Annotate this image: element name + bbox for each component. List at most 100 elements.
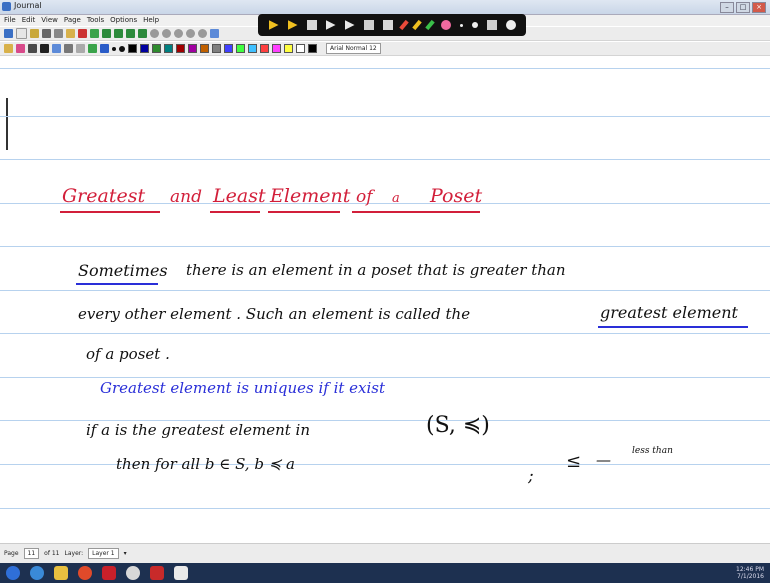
heading-of: of bbox=[356, 187, 373, 207]
prev-page-icon[interactable] bbox=[114, 29, 123, 38]
menu-page[interactable]: Page bbox=[63, 16, 81, 24]
browser-icon[interactable] bbox=[30, 566, 44, 580]
journal-task-icon[interactable] bbox=[174, 566, 188, 580]
color-swatch[interactable] bbox=[284, 44, 293, 53]
select-dots-icon[interactable] bbox=[471, 22, 478, 28]
thickness-icon[interactable] bbox=[100, 44, 109, 53]
pointer-icon-2[interactable] bbox=[287, 20, 298, 30]
color-swatch[interactable] bbox=[200, 44, 209, 53]
save-icon[interactable] bbox=[30, 29, 39, 38]
box-icon[interactable] bbox=[363, 20, 374, 30]
zoom-reset-icon[interactable] bbox=[198, 29, 207, 38]
last-page-icon[interactable] bbox=[138, 29, 147, 38]
underline-least bbox=[210, 211, 260, 213]
zoom-page-icon[interactable] bbox=[186, 29, 195, 38]
heading-least: Least bbox=[213, 185, 266, 207]
color-swatch[interactable] bbox=[236, 44, 245, 53]
pdf-icon[interactable] bbox=[102, 566, 116, 580]
window-titlebar: Journal – □ × bbox=[0, 0, 770, 15]
first-page-icon[interactable] bbox=[102, 29, 111, 38]
paste-icon[interactable] bbox=[66, 29, 75, 38]
color-swatch[interactable] bbox=[164, 44, 173, 53]
presentation-icon[interactable] bbox=[150, 566, 164, 580]
start-button-icon[interactable] bbox=[6, 566, 20, 580]
color-swatch[interactable] bbox=[308, 44, 317, 53]
zoom-width-icon[interactable] bbox=[174, 29, 183, 38]
marker-icon[interactable] bbox=[325, 20, 336, 30]
pointer-icon[interactable] bbox=[268, 20, 279, 30]
thin-dot-icon[interactable] bbox=[112, 46, 116, 51]
chrome-icon[interactable] bbox=[78, 566, 92, 580]
text-tool-icon[interactable] bbox=[40, 44, 49, 53]
para-line-2: every other element . Such an element is… bbox=[78, 305, 471, 323]
menu-help[interactable]: Help bbox=[143, 16, 160, 24]
menu-options[interactable]: Options bbox=[110, 16, 138, 24]
select-tool-icon[interactable] bbox=[76, 44, 85, 53]
phrase-greatest-element: greatest element bbox=[600, 303, 738, 322]
maximize-button[interactable]: □ bbox=[736, 2, 750, 13]
red-pen-icon[interactable] bbox=[398, 19, 409, 31]
rule-line bbox=[0, 377, 770, 378]
heading-a: a bbox=[392, 191, 400, 206]
heading-and: and bbox=[170, 187, 202, 207]
color-swatch[interactable] bbox=[152, 44, 161, 53]
open-icon[interactable] bbox=[16, 28, 27, 39]
ruler-icon[interactable] bbox=[382, 20, 393, 30]
fullscreen-icon[interactable] bbox=[210, 29, 219, 38]
clock-icon[interactable] bbox=[505, 20, 516, 30]
menu-view[interactable]: View bbox=[41, 16, 58, 24]
color-swatch[interactable] bbox=[224, 44, 233, 53]
hand-tool-icon[interactable] bbox=[88, 44, 97, 53]
shape-tool-icon[interactable] bbox=[64, 44, 73, 53]
color-swatch[interactable] bbox=[272, 44, 281, 53]
image-tool-icon[interactable] bbox=[52, 44, 61, 53]
color-swatch[interactable] bbox=[260, 44, 269, 53]
green-pen-icon[interactable] bbox=[424, 19, 435, 31]
underline-greatest bbox=[60, 211, 160, 213]
color-swatch[interactable] bbox=[176, 44, 185, 53]
color-swatch[interactable] bbox=[248, 44, 257, 53]
menu-file[interactable]: File bbox=[4, 16, 16, 24]
zoom-out-icon[interactable] bbox=[162, 29, 171, 38]
yellow-pen-icon[interactable] bbox=[411, 19, 422, 31]
status-bar: Page 11 of 11 Layer: Layer 1 ▾ bbox=[0, 543, 770, 563]
color-swatch[interactable] bbox=[188, 44, 197, 53]
rule-line bbox=[0, 68, 770, 69]
undo-icon[interactable] bbox=[78, 29, 87, 38]
eraser-icon[interactable] bbox=[16, 44, 25, 53]
media-icon[interactable] bbox=[126, 566, 140, 580]
cut-icon[interactable] bbox=[42, 29, 51, 38]
minimize-button[interactable]: – bbox=[720, 2, 734, 13]
grid-icon[interactable] bbox=[486, 20, 497, 30]
journal-page[interactable]: Greatest and Least Element of a Poset So… bbox=[0, 58, 770, 543]
color-swatch[interactable] bbox=[212, 44, 221, 53]
marker-icon-2[interactable] bbox=[344, 20, 355, 30]
pink-eraser-icon[interactable] bbox=[440, 20, 451, 30]
system-clock[interactable]: 12:46 PM 7/1/2016 bbox=[736, 566, 764, 580]
color-swatch[interactable] bbox=[128, 44, 137, 53]
copy-icon[interactable] bbox=[54, 29, 63, 38]
highlighter-icon[interactable] bbox=[28, 44, 37, 53]
redo-icon[interactable] bbox=[90, 29, 99, 38]
floating-pen-toolbar bbox=[258, 14, 526, 36]
underline-sometimes bbox=[76, 283, 158, 285]
page-number-input[interactable]: 11 bbox=[23, 548, 40, 559]
new-page-icon[interactable] bbox=[4, 29, 13, 38]
folder-icon[interactable] bbox=[54, 566, 68, 580]
line-then: then for all b ∈ S, b ≼ a bbox=[116, 455, 295, 473]
dot-icon[interactable] bbox=[459, 23, 463, 27]
layer-select[interactable]: Layer 1 bbox=[88, 548, 119, 559]
color-swatch[interactable] bbox=[140, 44, 149, 53]
thick-dot-icon[interactable] bbox=[119, 45, 125, 52]
next-page-icon[interactable] bbox=[126, 29, 135, 38]
chevron-down-icon[interactable]: ▾ bbox=[123, 550, 127, 557]
page-tool-icon[interactable] bbox=[306, 20, 317, 30]
menu-tools[interactable]: Tools bbox=[86, 16, 105, 24]
font-selector[interactable]: Arial Normal 12 bbox=[326, 43, 381, 54]
para-line-1: there is an element in a poset that is g… bbox=[186, 261, 566, 279]
close-button[interactable]: × bbox=[752, 2, 766, 13]
color-swatch[interactable] bbox=[296, 44, 305, 53]
pen-icon[interactable] bbox=[4, 44, 13, 53]
menu-edit[interactable]: Edit bbox=[21, 16, 36, 24]
zoom-in-icon[interactable] bbox=[150, 29, 159, 38]
